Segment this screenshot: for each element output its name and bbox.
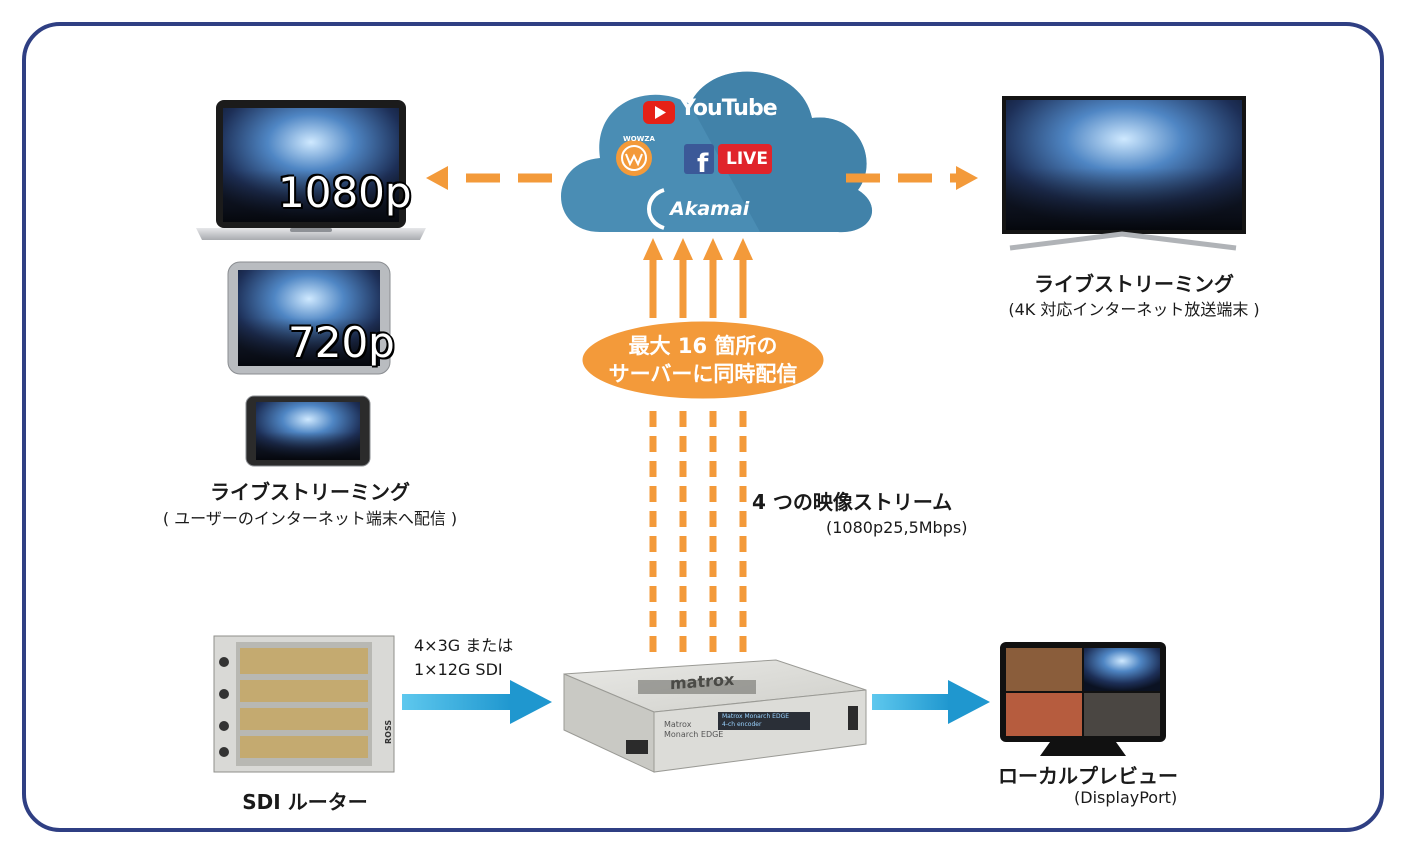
left-streaming-title: ライブストリーミング: [210, 480, 410, 504]
encoder-model-line2: Monarch EDGE: [664, 730, 724, 739]
arrow-router-to-encoder: [402, 680, 552, 724]
facebook-logo: f: [684, 144, 772, 179]
right-streaming-title: ライブストリーミング: [1034, 272, 1234, 296]
streams-title: 4 つの映像ストリーム: [752, 490, 953, 514]
wowza-label: WOWZA: [623, 135, 655, 143]
wowza-logo: [616, 140, 652, 176]
laptop: [196, 100, 426, 240]
input-spec-line1: 4×3G または: [414, 636, 514, 655]
laptop-resolution: 1080p: [278, 168, 412, 217]
encoder-model-line1: Matrox: [664, 720, 692, 729]
bubble: [579, 318, 827, 402]
phone: [245, 395, 371, 467]
encoder: [563, 659, 867, 773]
encoder-lcd-line1: Matrox Monarch EDGE: [722, 713, 790, 720]
upstream-arrows: [643, 238, 753, 652]
right-streaming-subtitle: (4K 対応インターネット放送端末 ): [1008, 300, 1260, 319]
left-streaming-subtitle: ( ユーザーのインターネット端末へ配信 ): [162, 509, 458, 528]
streams-subtitle: (1080p25,5Mbps): [826, 518, 968, 537]
bubble-line1: 最大 16 箇所の: [628, 334, 778, 358]
encoder-lcd: Matrox Monarch EDGE 4-ch encoder: [722, 713, 789, 729]
bubble-line2: サーバーに同時配信: [608, 362, 798, 386]
preview-title: ローカルプレビュー: [998, 764, 1178, 788]
svg-text:f: f: [697, 149, 709, 179]
arrow-cloud-to-laptop: [426, 166, 552, 190]
encoder-model: Matrox Monarch EDGE: [664, 720, 723, 740]
arrow-cloud-to-tv: [846, 166, 978, 190]
bubble-text: 最大 16 箇所の サーバーに同時配信: [600, 332, 806, 388]
preview-monitor: [1000, 642, 1166, 756]
tablet-resolution: 720p: [288, 318, 395, 367]
router-title: SDI ルーター: [242, 790, 368, 814]
tablet: [227, 261, 391, 375]
input-spec: 4×3G または 1×12G SDI: [414, 634, 513, 682]
input-spec-line2: 1×12G SDI: [414, 660, 503, 679]
encoder-lcd-line2: 4-ch encoder: [722, 721, 762, 728]
router-brand: ROSS: [384, 719, 393, 744]
sdi-router: [213, 635, 395, 773]
akamai-label: Akamai: [670, 198, 750, 220]
youtube-label: YouTube: [680, 96, 778, 121]
arrow-encoder-to-preview: [872, 680, 990, 724]
youtube-logo: [643, 101, 675, 124]
cloud: [561, 71, 873, 233]
facebook-live-label: LIVE: [726, 149, 768, 169]
akamai-logo: [647, 188, 665, 230]
preview-subtitle: (DisplayPort): [1074, 788, 1178, 807]
tv: [1002, 96, 1246, 251]
